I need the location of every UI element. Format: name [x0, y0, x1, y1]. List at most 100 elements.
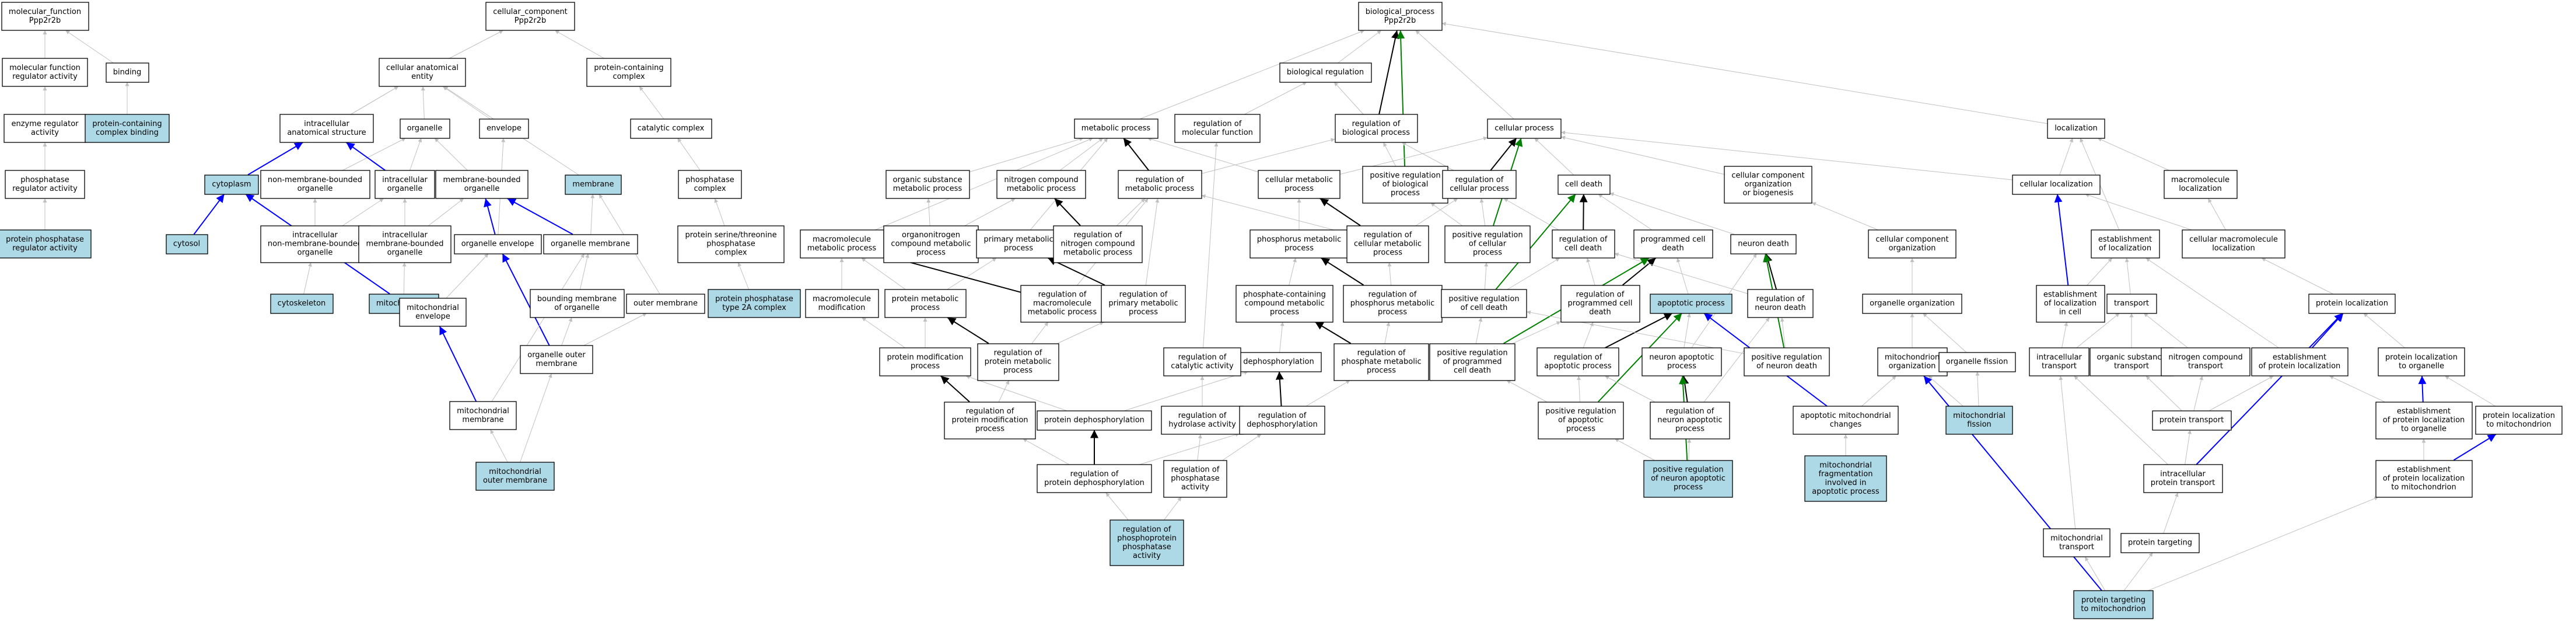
- node-cellproc[interactable]: cellular process: [1487, 118, 1562, 139]
- node-pstpc[interactable]: protein serine/threoninephosphatasecompl…: [677, 225, 785, 263]
- node-regppact[interactable]: regulation ofphosphoproteinphosphataseac…: [1110, 519, 1184, 566]
- node-celllocal[interactable]: cellular localization: [2012, 175, 2101, 195]
- node-protrans[interactable]: protein transport: [2152, 410, 2232, 431]
- node-orgorg[interactable]: organelle organization: [1862, 294, 1962, 314]
- node-protloc[interactable]: protein localization: [2308, 294, 2396, 314]
- node-protdephos[interactable]: protein dephosphorylation: [1037, 410, 1152, 431]
- node-local[interactable]: localization: [2047, 118, 2105, 139]
- node-cytoplasm[interactable]: cytoplasm: [204, 175, 259, 195]
- node-outmem[interactable]: outer membrane: [626, 294, 705, 314]
- node-cytosol[interactable]: cytosol: [166, 234, 208, 254]
- node-transport[interactable]: transport: [2106, 294, 2157, 314]
- node-celldeath[interactable]: cell death: [1558, 175, 1611, 195]
- node-inmbo[interactable]: intracellularnon-membrane-boundedorganel…: [260, 225, 370, 263]
- node-binding[interactable]: binding: [106, 62, 149, 83]
- node-metab[interactable]: metabolic process: [1074, 118, 1158, 139]
- node-neurondeath[interactable]: neuron death: [1730, 234, 1797, 254]
- node-prottarg[interactable]: protein targeting: [2120, 533, 2200, 553]
- node-organelle[interactable]: organelle: [400, 118, 450, 139]
- node-envelope[interactable]: envelope: [479, 118, 529, 139]
- node-orgmem[interactable]: organelle membrane: [543, 234, 638, 254]
- node-bioreg[interactable]: biological regulation: [1279, 62, 1372, 83]
- node-orgfission[interactable]: organelle fission: [1938, 352, 2016, 372]
- node-orgenv[interactable]: organelle envelope: [454, 234, 542, 254]
